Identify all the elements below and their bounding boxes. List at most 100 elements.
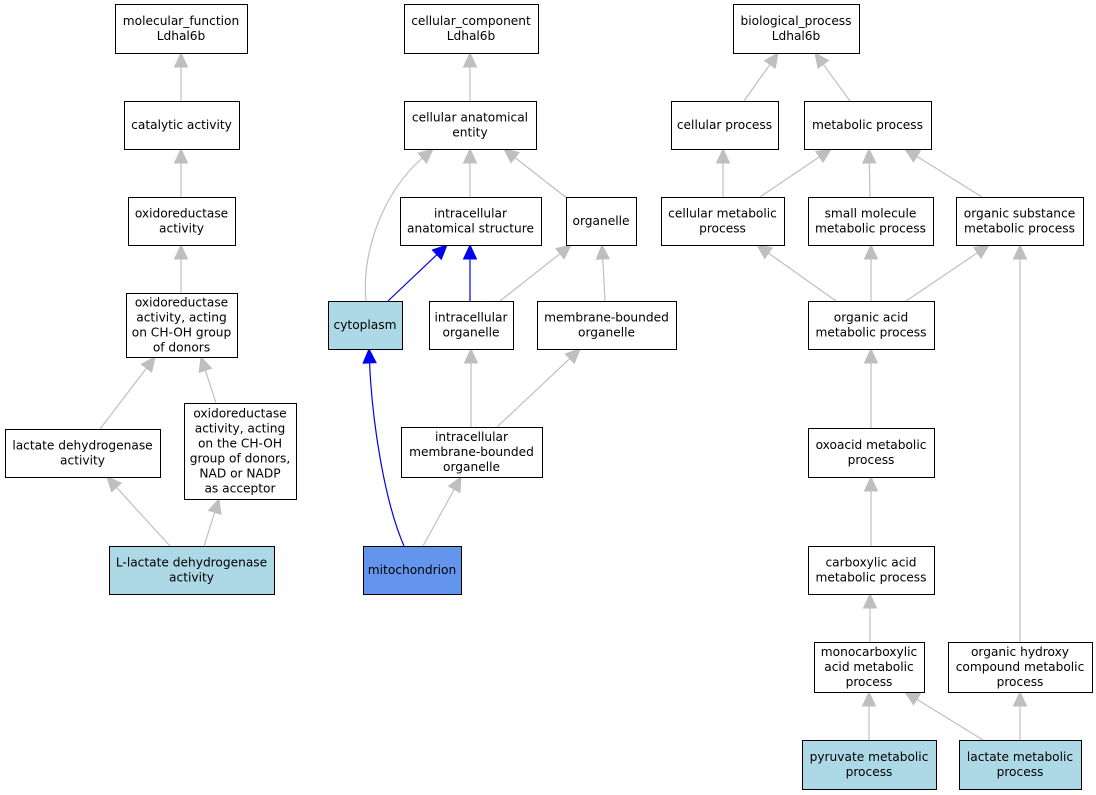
- node-box: [115, 4, 248, 54]
- node-label-line: cellular process: [677, 118, 772, 132]
- edge-carboxylic_acid_metabolic_process-to-oxoacid_metabolic_process: [863, 475, 879, 546]
- edge-arrowhead: [863, 347, 879, 364]
- node-label-line: organelle: [443, 460, 500, 474]
- edge-intracellular_organelle-to-intracellular_anatomical_structure: [462, 243, 478, 301]
- node-label-line: intracellular: [435, 311, 509, 325]
- node-label-line: cytoplasm: [334, 318, 397, 332]
- node-label-line: metabolic process: [964, 222, 1075, 236]
- node-label-line: metabolic process: [816, 326, 927, 340]
- edge-lactate_metabolic_process-to-organic_hydroxy_compound_metabolic_process: [1012, 690, 1028, 740]
- node-cellular-process[interactable]: cellular process: [671, 101, 779, 150]
- node-label-line: organelle: [443, 326, 500, 340]
- node-label-line: oxidoreductase: [193, 407, 286, 421]
- node-label-line: membrane-bounded: [409, 445, 534, 459]
- node-label-line: L-lactate dehydrogenase: [116, 556, 267, 570]
- node-label-line: organelle: [573, 214, 630, 228]
- node-box: [404, 101, 537, 150]
- edge-arrowhead: [173, 51, 189, 68]
- edge-lactate_dehydrogenase-to-oxidoreductase_choh: [99, 356, 156, 430]
- node-label-line: metabolic process: [816, 571, 927, 585]
- node-mitochondrion[interactable]: mitochondrion: [363, 546, 462, 595]
- edge-line: [499, 253, 561, 302]
- node-box: [671, 101, 779, 150]
- edge-membrane_bounded_organelle-to-organelle: [595, 243, 611, 302]
- node-label-line: small molecule: [825, 207, 917, 221]
- edge-arrowhead: [972, 244, 990, 260]
- edge-arrowhead: [1012, 690, 1028, 707]
- node-box: [126, 293, 238, 358]
- edge-arrowhead: [763, 52, 779, 70]
- node-label-line: intracellular: [434, 207, 508, 221]
- edge-cytoplasm-to-cellular_anatomical_entity: [364, 148, 434, 302]
- edge-arrowhead: [447, 475, 462, 494]
- edge-line: [768, 252, 837, 302]
- edge-organic_acid_metabolic_process-to-organic_substance_metabolic_process: [905, 244, 990, 302]
- edge-mitochondrion-to-intracellular_membrane_bounded_organelle: [422, 475, 462, 547]
- edge-line: [822, 63, 851, 102]
- node-label-line: of donors: [153, 341, 210, 355]
- edge-metabolic_process-to-biological_process: [814, 52, 851, 102]
- node-metabolic-process[interactable]: metabolic process: [804, 101, 932, 150]
- node-label-line: entity: [452, 126, 487, 140]
- edge-oxoacid_metabolic_process-to-organic_acid_metabolic_process: [863, 347, 879, 428]
- edge-lactate_metabolic_process-to-monocarboxylic_acid_metabolic_process: [903, 691, 984, 741]
- node-label-line: Ldhal6b: [157, 29, 206, 43]
- node-box: [808, 301, 935, 350]
- node-label-line: process: [846, 765, 893, 779]
- edge-small_molecule_metabolic_process-to-metabolic_process: [862, 147, 877, 198]
- edge-line: [905, 252, 978, 302]
- edge-arrowhead: [863, 243, 879, 260]
- edge-arrowhead: [173, 147, 189, 164]
- node-box: [808, 546, 935, 595]
- node-label-line: process: [997, 675, 1044, 689]
- node-label-line: intracellular: [435, 430, 509, 444]
- edge-organic_acid_metabolic_process-to-small_molecule_metabolic_process: [863, 243, 879, 301]
- edge-arrowhead: [462, 243, 478, 260]
- node-organelle[interactable]: organelle: [566, 197, 637, 246]
- node-cytoplasm[interactable]: cytoplasm: [328, 301, 403, 350]
- edge-arrowhead: [106, 476, 123, 493]
- edge-oxidoreductase_activity-to-catalytic_activity: [173, 147, 189, 197]
- node-label-line: process: [846, 675, 893, 689]
- node-label-line: mitochondrion: [368, 563, 456, 577]
- edge-arrowhead: [756, 244, 774, 260]
- edge-arrowhead: [861, 690, 877, 707]
- node-box: [537, 301, 677, 350]
- node-label-line: activity, acting: [195, 422, 285, 436]
- edge-pyruvate_metabolic_process-to-monocarboxylic_acid_metabolic_process: [861, 690, 877, 740]
- node-label-line: carboxylic acid: [825, 556, 916, 570]
- edge-line: [99, 367, 147, 430]
- node-label-line: activity: [169, 571, 214, 585]
- node-catalytic-activity[interactable]: catalytic activity: [124, 101, 240, 150]
- edge-line: [916, 698, 984, 741]
- edge-line: [868, 162, 871, 198]
- edge-arrowhead: [814, 52, 830, 70]
- edge-l_lactate_dehydrogenase-to-oxidoreductase_nad: [203, 497, 222, 547]
- node-label-line: group of donors,: [190, 452, 291, 466]
- node-label-line: molecular_function: [123, 14, 239, 28]
